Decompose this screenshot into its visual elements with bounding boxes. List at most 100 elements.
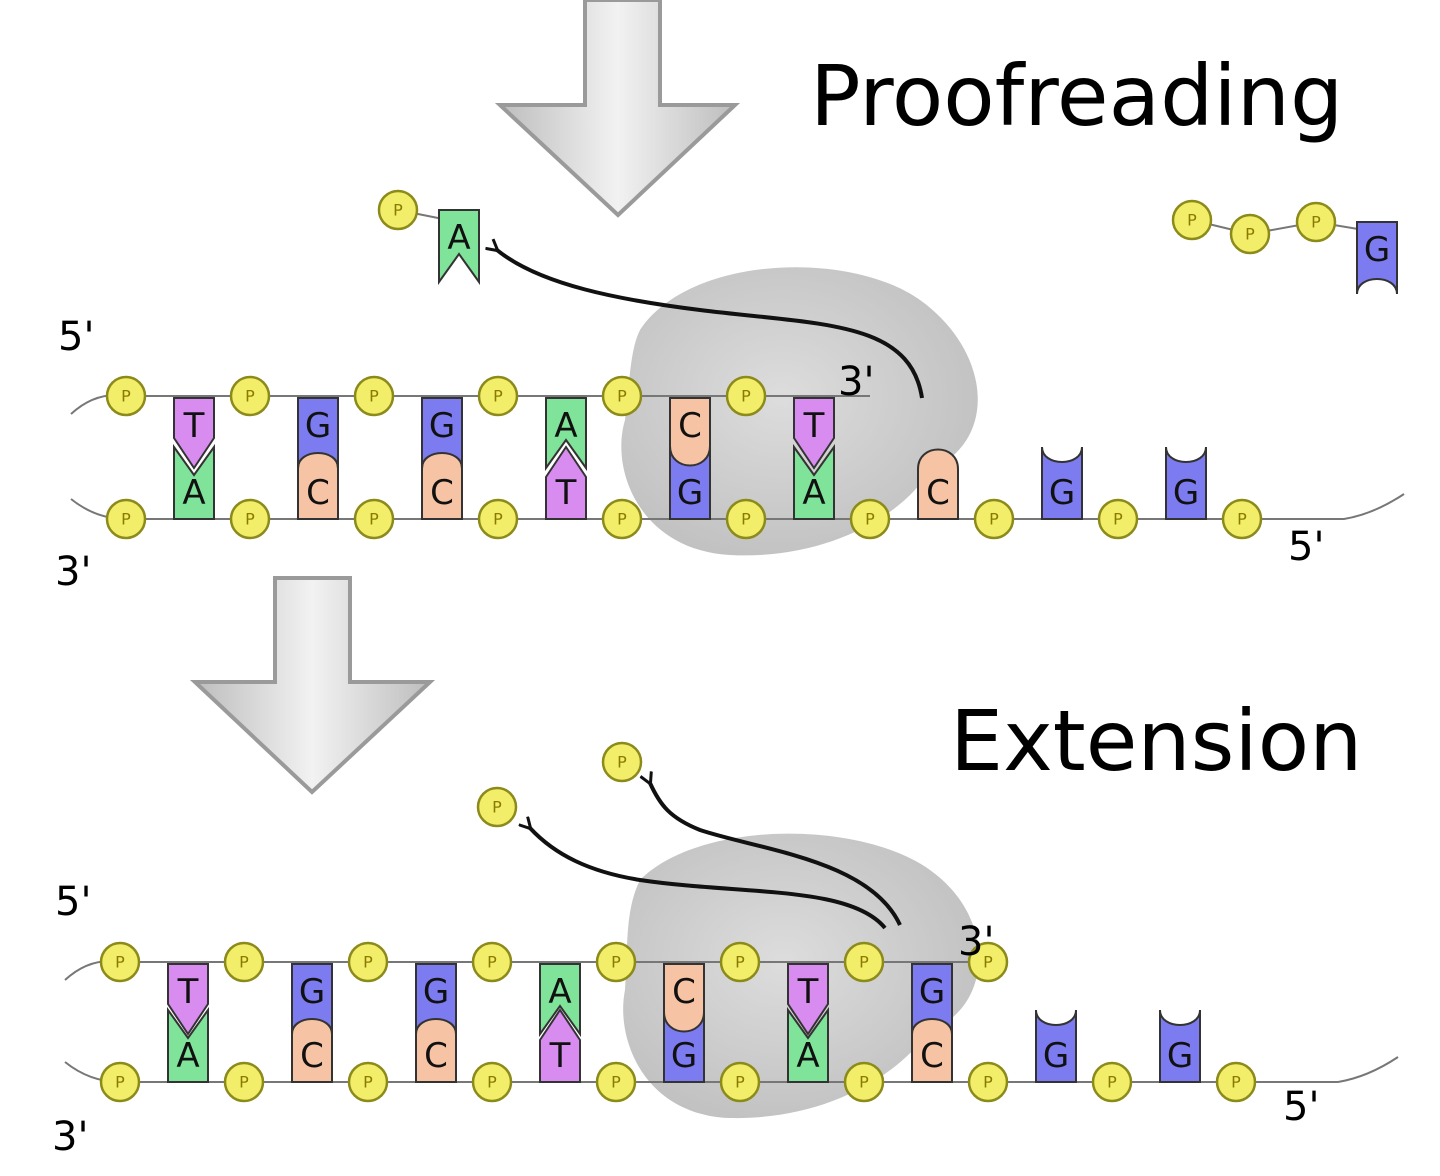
bottom-backbone — [70, 493, 1405, 520]
phosphate-label: P — [1187, 211, 1197, 230]
phosphate-label: P — [115, 953, 125, 972]
template-base-1 — [167, 1006, 209, 1083]
primer-base-6-letter: T — [797, 972, 819, 1012]
template-phosphate-3 — [347, 1061, 389, 1103]
stage2-top-5prime-label: 5' — [55, 879, 91, 925]
pyrophosphate-release-arrow-2 — [650, 783, 902, 926]
stage1-primer-3prime-label: 3' — [838, 359, 874, 405]
template-base-9 — [1165, 446, 1207, 520]
template-base-7-letter: C — [920, 1036, 944, 1076]
template-base-3-letter: C — [430, 473, 454, 513]
phosphate-label: P — [735, 1073, 745, 1092]
template-phosphate-10 — [1221, 498, 1263, 540]
stage2-bottom-3prime-label: 3' — [52, 1114, 88, 1160]
released-nucleotide-group: PA — [377, 189, 480, 286]
template-phosphate-2 — [229, 498, 271, 540]
phosphate-label: P — [611, 1073, 621, 1092]
template-phosphate-5 — [595, 1061, 637, 1103]
primer-base-4-letter: A — [548, 972, 571, 1012]
primer-base-5-letter: C — [678, 406, 702, 446]
phosphate-label: P — [363, 953, 373, 972]
phosphate-label: P — [741, 510, 751, 529]
incoming-phosphate-3 — [1295, 201, 1337, 243]
phosphate-label: P — [859, 1073, 869, 1092]
phosphate-label: P — [983, 1073, 993, 1092]
primer-base-2-letter: G — [305, 406, 331, 446]
bottom-backbone — [64, 1056, 1399, 1083]
template-base-1-letter: A — [176, 1036, 199, 1076]
phosphate-label: P — [735, 953, 745, 972]
phosphate-label: P — [1237, 510, 1247, 529]
extension-step-arrow-icon — [189, 576, 436, 795]
excision-arrow — [497, 250, 924, 399]
phosphate-label: P — [493, 510, 503, 529]
template-phosphate-5 — [601, 498, 643, 540]
template-phosphate-2 — [223, 1061, 265, 1103]
phosphate-label: P — [121, 387, 131, 406]
phosphate-label: P — [493, 387, 503, 406]
template-base-6-letter: A — [796, 1036, 819, 1076]
phosphate-label: P — [245, 510, 255, 529]
phosphate-label: P — [611, 953, 621, 972]
primer-phosphate-1 — [105, 375, 147, 417]
primer-phosphate-5 — [595, 941, 637, 983]
phosphate-label: P — [115, 1073, 125, 1092]
primer-base-4 — [545, 397, 587, 472]
template-phosphate-8 — [973, 498, 1015, 540]
primer-phosphate-3 — [353, 375, 395, 417]
primer-phosphate-3 — [347, 941, 389, 983]
incoming-base-letter: G — [1364, 230, 1390, 270]
primer-base-3-letter: G — [423, 972, 449, 1012]
template-base-3-letter: C — [424, 1036, 448, 1076]
phosphate-label: P — [1107, 1073, 1117, 1092]
proofreading-heading: Proofreading — [810, 47, 1343, 145]
primer-base-2-letter: G — [299, 972, 325, 1012]
template-base-7 — [917, 448, 959, 520]
primer-phosphate-8 — [967, 941, 1009, 983]
template-phosphate-7 — [843, 1061, 885, 1103]
stage1-bottom-5prime-label: 5' — [1288, 524, 1324, 570]
released-base-letter: A — [447, 218, 470, 258]
template-base-5-letter: G — [671, 1036, 697, 1076]
primer-base-7-letter: G — [919, 972, 945, 1012]
primer-base-3 — [415, 963, 457, 1035]
phosphate-label: P — [617, 510, 627, 529]
template-phosphate-9 — [1097, 498, 1139, 540]
phosphate-label: P — [245, 387, 255, 406]
pyrophosphate-1 — [476, 786, 518, 828]
primer-base-2 — [291, 963, 333, 1035]
primer-base-3 — [421, 397, 463, 469]
template-base-2-letter: C — [300, 1036, 324, 1076]
template-phosphate-7 — [849, 498, 891, 540]
template-base-4 — [545, 445, 587, 520]
primer-phosphate-5 — [601, 375, 643, 417]
primer-phosphate-1 — [99, 941, 141, 983]
proofreading-step-arrow-icon — [494, 0, 741, 218]
primer-phosphate-4 — [477, 375, 519, 417]
released-base — [438, 209, 480, 286]
template-base-8 — [1035, 1009, 1077, 1083]
phosphate-label: P — [487, 1073, 497, 1092]
phosphate-label: P — [1231, 1073, 1241, 1092]
primer-base-6 — [787, 963, 829, 1036]
template-base-8-letter: G — [1043, 1036, 1069, 1076]
incoming-phosphate-1 — [1171, 199, 1213, 241]
primer-base-3-letter: G — [429, 406, 455, 446]
phosphate-label: P — [1113, 510, 1123, 529]
phosphate-label: P — [865, 510, 875, 529]
template-phosphate-4 — [477, 498, 519, 540]
template-base-9-letter: G — [1167, 1036, 1193, 1076]
primer-base-5 — [663, 963, 705, 1033]
template-base-9-letter: G — [1173, 473, 1199, 513]
primer-base-1-letter: T — [183, 406, 205, 446]
template-phosphate-4 — [471, 1061, 513, 1103]
primer-base-5 — [669, 397, 711, 467]
phosphate-label: P — [1245, 225, 1255, 244]
primer-base-6-letter: T — [803, 406, 825, 446]
phosphate-label: P — [121, 510, 131, 529]
template-base-9 — [1159, 1009, 1201, 1083]
